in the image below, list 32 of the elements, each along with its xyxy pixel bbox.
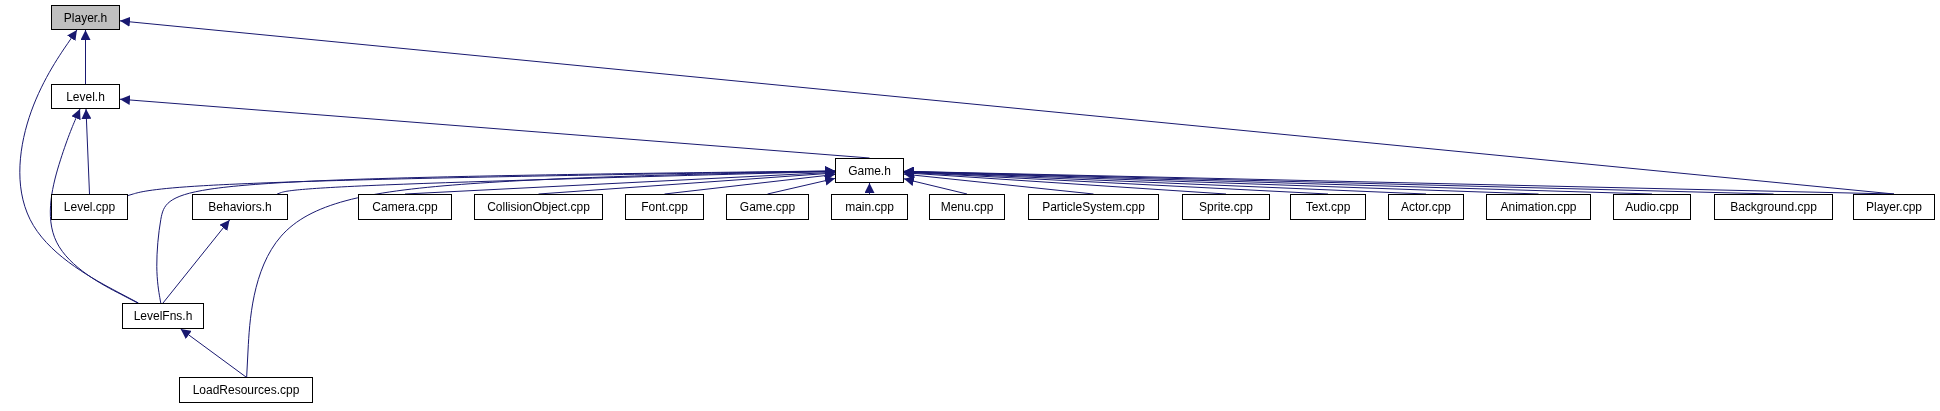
file-box: ParticleSystem.cpp (1028, 194, 1159, 220)
file-box: Game.cpp (726, 194, 809, 220)
arrow (19, 29, 139, 304)
file-box: Level.cpp (51, 194, 128, 220)
arrow (80, 29, 91, 85)
file-box: Font.cpp (625, 194, 704, 220)
file-box: Behaviors.h (192, 194, 288, 220)
arrow (81, 108, 92, 195)
file-box: Animation.cpp (1486, 194, 1591, 220)
arrow (903, 176, 968, 195)
file-box: Sprite.cpp (1182, 194, 1270, 220)
file-box: Actor.cpp (1388, 194, 1464, 220)
arrow (162, 219, 231, 304)
file-box: LoadResources.cpp (179, 377, 313, 403)
file-box: CollisionObject.cpp (474, 194, 603, 220)
file-box: main.cpp (831, 194, 908, 220)
file-box: Camera.cpp (358, 194, 452, 220)
arrow (767, 175, 836, 195)
file-box: Audio.cpp (1613, 194, 1691, 220)
file-box: Level.h (51, 84, 120, 109)
file-box: Menu.cpp (929, 194, 1005, 220)
file-box: Game.h (835, 158, 904, 183)
arrow (156, 166, 836, 304)
arrow (246, 166, 836, 378)
file-box: Text.cpp (1290, 194, 1366, 220)
file-box: Background.cpp (1714, 194, 1833, 220)
arrow (49, 108, 139, 304)
file-box: LevelFns.h (122, 303, 204, 329)
arrow (864, 182, 875, 195)
file-box: Player.h (51, 5, 120, 30)
arrow (180, 328, 247, 378)
file-box: Player.cpp (1853, 194, 1935, 220)
